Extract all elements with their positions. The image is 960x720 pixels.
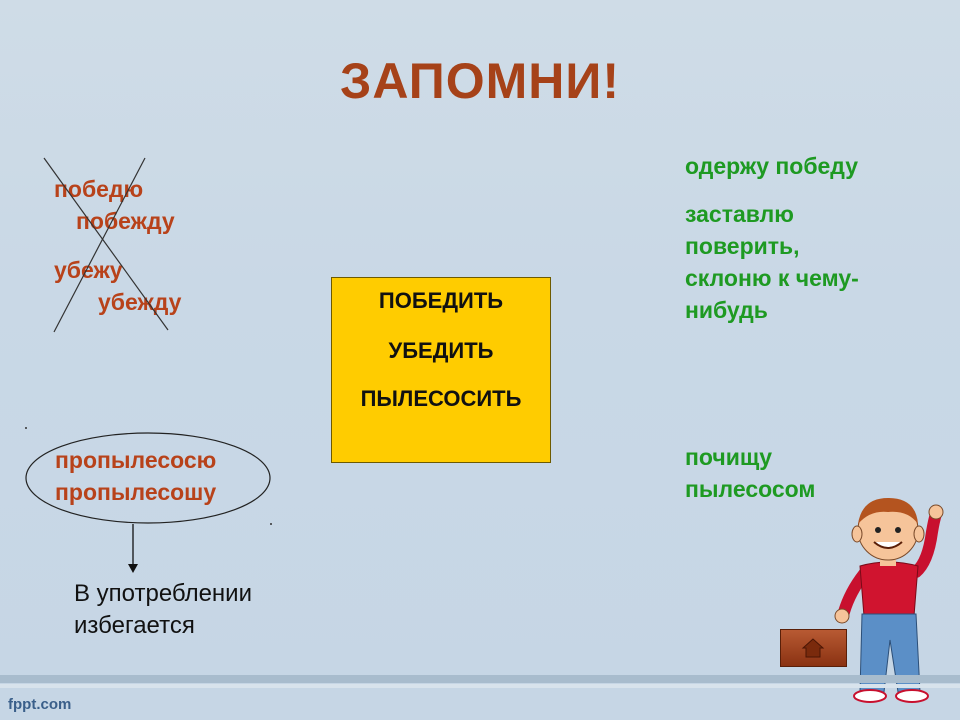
home-icon (801, 638, 825, 658)
correct-form-ubedit-3: склоню к чему- (685, 265, 859, 291)
wrong-form-4: убежду (98, 289, 182, 315)
slide-title: ЗАПОМНИ! (340, 53, 620, 109)
footer-logo: fppt.com (8, 696, 72, 713)
verb-ubedit: УБЕДИТЬ (388, 338, 494, 363)
usage-note-line-2: избегается (74, 612, 195, 639)
wrong-form-2: побежду (76, 208, 175, 234)
footer-bar (0, 675, 960, 683)
correct-form-pobedit: одержу победу (685, 153, 858, 179)
cross-line-1 (43, 157, 169, 331)
correct-form-pylesosit-1: почищу (685, 444, 773, 470)
cross-line-2 (53, 157, 146, 333)
verb-pylesosit: ПЫЛЕСОСИТЬ (360, 386, 522, 411)
correct-form-ubedit-1: заставлю (685, 201, 794, 227)
boy-character (834, 498, 944, 703)
correct-form-pylesosit-2: пылесосом (685, 476, 816, 502)
footer-bar-light (0, 684, 960, 688)
rare-form-2: пропылесошу (55, 479, 217, 505)
correct-form-ubedit-2: поверить, (685, 233, 800, 259)
wrong-form-3: убежу (54, 257, 123, 283)
rare-form-1: пропылесосю (55, 447, 217, 473)
verb-pobedit: ПОБЕДИТЬ (378, 288, 504, 313)
home-button[interactable] (780, 629, 847, 667)
rare-forms-ellipse (25, 432, 271, 524)
correct-form-ubedit-4: нибудь (685, 297, 768, 323)
arrow-head (128, 564, 138, 573)
usage-note-line-1: В употреблении (74, 580, 252, 607)
verbs-box: ПОБЕДИТЬ УБЕДИТЬ ПЫЛЕСОСИТЬ (331, 277, 551, 463)
